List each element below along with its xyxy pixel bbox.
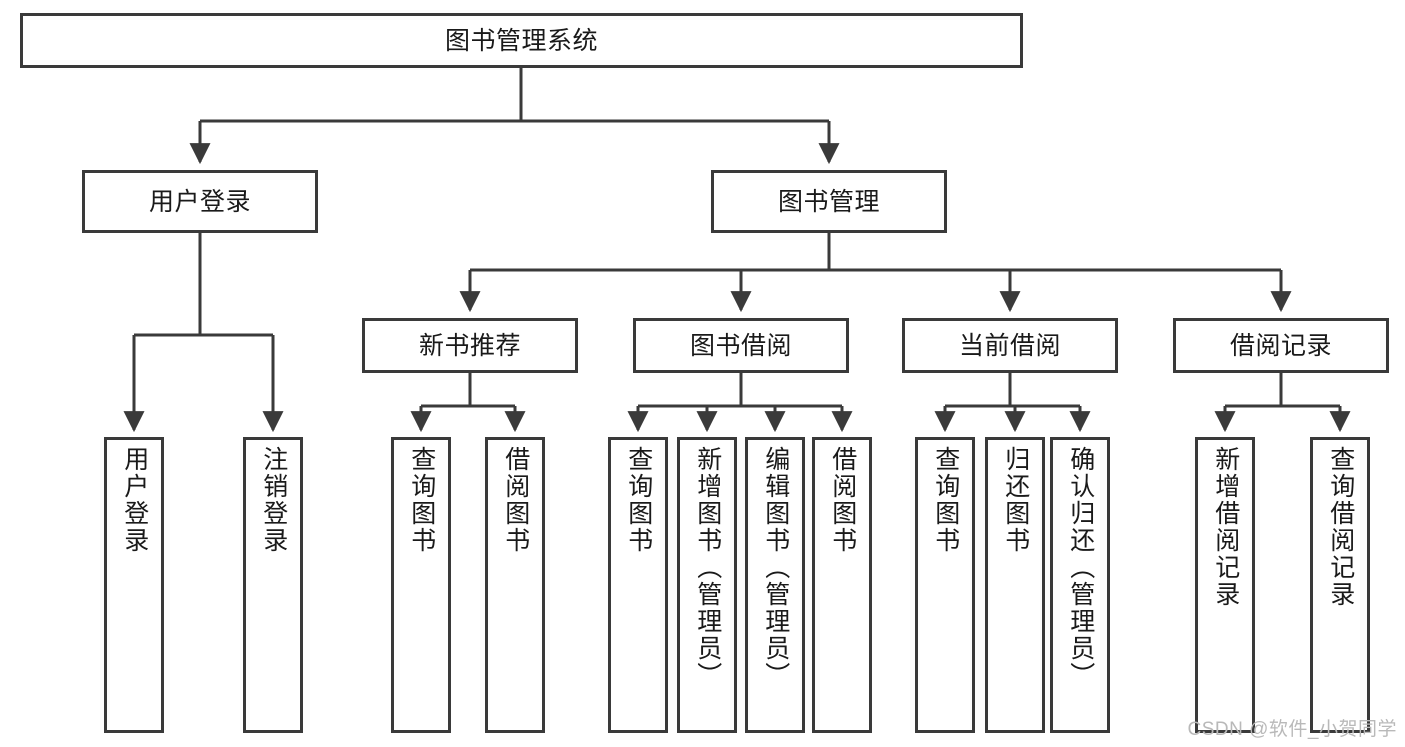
node-leaf-add-book[interactable]: 新增图书（管理员） [677,437,737,733]
node-leaf-borrow-book-1-label: 借阅图书 [501,446,530,554]
node-leaf-query-book-1[interactable]: 查询图书 [391,437,451,733]
node-leaf-query-book-2-label: 查询图书 [624,446,653,554]
node-current-borrow-label: 当前借阅 [958,331,1061,360]
node-leaf-query-book-1-label: 查询图书 [407,446,436,554]
node-root[interactable]: 图书管理系统 [20,13,1023,68]
node-new-book-recommend[interactable]: 新书推荐 [362,318,578,373]
node-leaf-query-book-3[interactable]: 查询图书 [915,437,975,733]
node-leaf-add-book-label: 新增图书（管理员） [693,446,722,689]
node-leaf-query-book-2[interactable]: 查询图书 [608,437,668,733]
node-book-manage-label: 图书管理 [777,187,880,216]
node-user-login[interactable]: 用户登录 [82,170,318,233]
node-leaf-query-book-3-label: 查询图书 [931,446,960,554]
node-new-book-recommend-label: 新书推荐 [418,331,521,360]
node-leaf-return-book-label: 归还图书 [1001,446,1030,554]
node-root-label: 图书管理系统 [444,26,598,55]
node-leaf-query-record-label: 查询借阅记录 [1326,446,1355,608]
node-leaf-user-login-label: 用户登录 [120,446,149,554]
node-leaf-confirm-return-label: 确认归还（管理员） [1066,446,1095,689]
csdn-watermark: CSDN @软件_小贺同学 [1187,719,1397,740]
node-current-borrow[interactable]: 当前借阅 [902,318,1118,373]
node-borrow-record-label: 借阅记录 [1229,331,1332,360]
node-borrow-record[interactable]: 借阅记录 [1173,318,1389,373]
node-leaf-logout[interactable]: 注销登录 [243,437,303,733]
node-leaf-borrow-book-2[interactable]: 借阅图书 [812,437,872,733]
node-leaf-user-login[interactable]: 用户登录 [104,437,164,733]
node-leaf-add-record[interactable]: 新增借阅记录 [1195,437,1255,733]
node-book-borrow-label: 图书借阅 [689,331,792,360]
node-book-manage[interactable]: 图书管理 [711,170,947,233]
node-book-borrow[interactable]: 图书借阅 [633,318,849,373]
node-leaf-query-record[interactable]: 查询借阅记录 [1310,437,1370,733]
node-leaf-logout-label: 注销登录 [259,446,288,554]
node-leaf-return-book[interactable]: 归还图书 [985,437,1045,733]
node-leaf-borrow-book-2-label: 借阅图书 [828,446,857,554]
node-leaf-edit-book[interactable]: 编辑图书（管理员） [745,437,805,733]
node-leaf-edit-book-label: 编辑图书（管理员） [761,446,790,689]
node-leaf-confirm-return[interactable]: 确认归还（管理员） [1050,437,1110,733]
node-leaf-add-record-label: 新增借阅记录 [1211,446,1240,608]
node-user-login-label: 用户登录 [148,187,251,216]
node-leaf-borrow-book-1[interactable]: 借阅图书 [485,437,545,733]
